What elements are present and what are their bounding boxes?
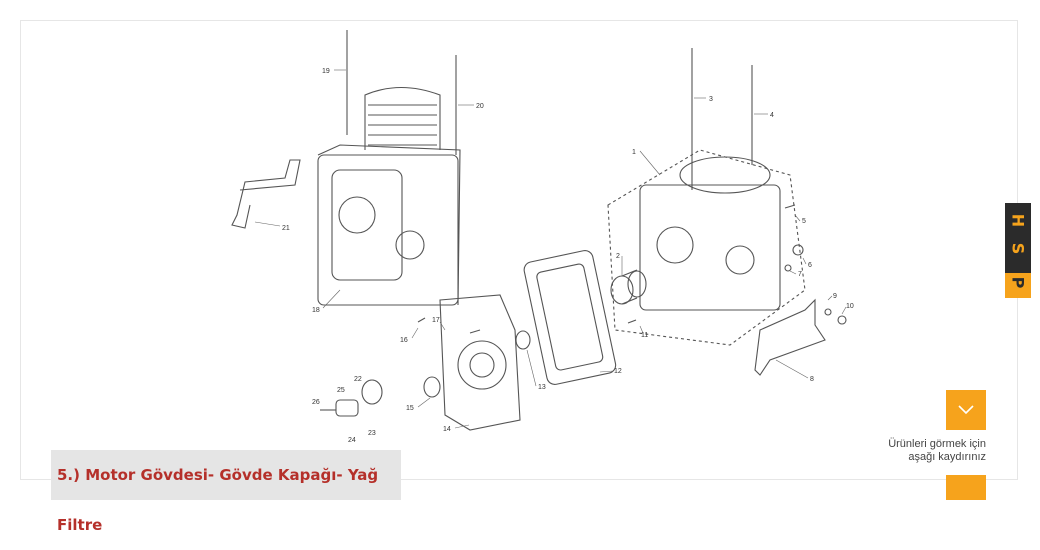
side-logo[interactable]: H S P (1005, 203, 1031, 298)
part-label-16: 16 (400, 337, 408, 344)
scroll-hint: Ürünleri görmek için aşağı kaydırınız (888, 438, 986, 464)
part-label-6: 6 (808, 262, 812, 269)
scroll-down-button[interactable] (946, 390, 986, 430)
bushing-2 (610, 275, 634, 305)
part-label-4: 4 (770, 112, 774, 119)
part-label-26: 26 (312, 399, 320, 406)
part-label-9: 9 (833, 293, 837, 300)
part-label-3: 3 (709, 96, 713, 103)
part-label-25: 25 (337, 387, 345, 394)
side-logo-dark-block (1005, 203, 1031, 273)
engine-block-left (317, 87, 461, 306)
part-label-8: 8 (810, 376, 814, 383)
scroll-hint-line-1: Ürünleri görmek için (888, 438, 986, 450)
part-label-24: 24 (348, 437, 356, 444)
image-caption: 5.) Motor Gövdesi- Gövde Kapağı- Yağ Fil… (51, 450, 401, 534)
part-label-2: 2 (616, 253, 620, 260)
part-label-15: 15 (406, 405, 414, 412)
side-logo-letter-p: P (1008, 276, 1028, 289)
part-label-13: 13 (538, 384, 546, 391)
part-label-17: 17 (432, 317, 440, 324)
shaft-25 (335, 399, 359, 417)
part-label-11: 11 (641, 332, 648, 339)
side-logo-letter-h: H (1008, 213, 1028, 228)
part-label-21: 21 (282, 225, 290, 232)
next-section-tab[interactable] (946, 475, 986, 500)
part-label-18: 18 (312, 307, 320, 314)
bracket-21 (231, 159, 301, 229)
engine-block-right (639, 156, 781, 311)
gasket-12 (523, 250, 617, 385)
part-label-22: 22 (354, 376, 362, 383)
part-label-19: 19 (322, 68, 330, 75)
part-label-12: 12 (614, 368, 622, 375)
part-label-7: 7 (798, 271, 802, 278)
seal-13 (515, 330, 531, 350)
assembly-box-1 (607, 149, 806, 346)
part-label-10: 10 (846, 303, 854, 310)
part-label-5: 5 (802, 218, 806, 225)
part-label-1: 1 (632, 149, 636, 156)
scroll-hint-line-2: aşağı kaydırınız (908, 451, 986, 463)
part-label-20: 20 (476, 103, 484, 110)
exploded-parts-diagram: 19 20 21 18 3 4 1 2 5 6 7 8 9 10 11 12 1… (231, 30, 854, 444)
bracket-8 (754, 298, 826, 376)
gear-22 (361, 379, 383, 405)
side-logo-letter-s: S (1008, 242, 1028, 255)
part-label-14: 14 (443, 426, 451, 433)
seal-15 (423, 376, 441, 398)
chevron-down-icon (958, 405, 974, 415)
part-label-23: 23 (368, 430, 376, 437)
cover-14 (439, 294, 521, 431)
